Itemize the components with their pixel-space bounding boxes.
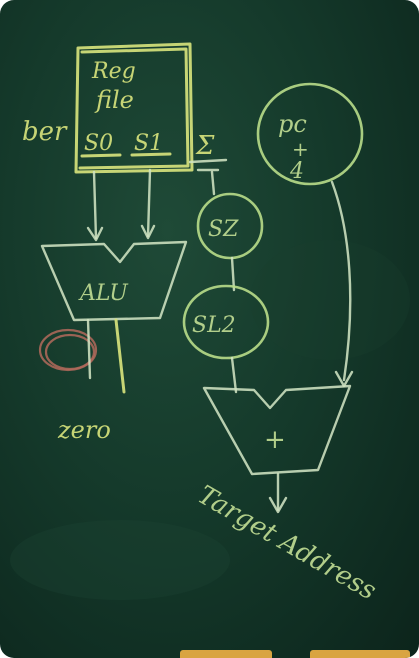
shift-left-circle: SL2 [182,284,270,360]
adder-output-arrow [268,472,288,514]
sigma-underline [188,158,228,164]
chalk-smudge [10,520,230,600]
pc-label: pc [278,110,307,138]
zero-label: zero [57,416,111,444]
sign-extend-label: SZ [208,217,239,242]
register-file-label-1: Reg [91,59,136,84]
alu-label: ALU [78,281,129,306]
register-to-alu-wires [86,168,156,242]
register-file-label-2: file [94,86,134,114]
sigma-label: Σ [195,131,215,161]
alu-output-wires [86,318,126,394]
sz-to-sl2-wire [230,256,236,292]
register-file-s1: S1 [134,131,163,156]
adder-label: + [264,425,286,455]
pc-four: 4 [289,159,304,184]
sl2-to-adder-wire [230,356,238,394]
chalk-smudge [250,240,410,360]
left-note: ber [22,117,68,147]
red-circle-mark [38,328,98,372]
register-file-s0: S0 [84,131,113,156]
sign-extend-circle: SZ [196,170,264,260]
pc-plus-sign: + [292,137,309,161]
branch-adder-shape: + [202,384,352,476]
register-file-box: Reg file S0 S1 [74,42,194,174]
shift-left-label: SL2 [192,313,236,338]
chalk-tray-item [180,650,272,658]
alu-shape: ALU [40,240,188,322]
target-address-label: Target Address [193,480,382,606]
pc-plus-4-circle: pc + 4 [256,82,364,186]
chalk-tray-item [310,650,410,658]
